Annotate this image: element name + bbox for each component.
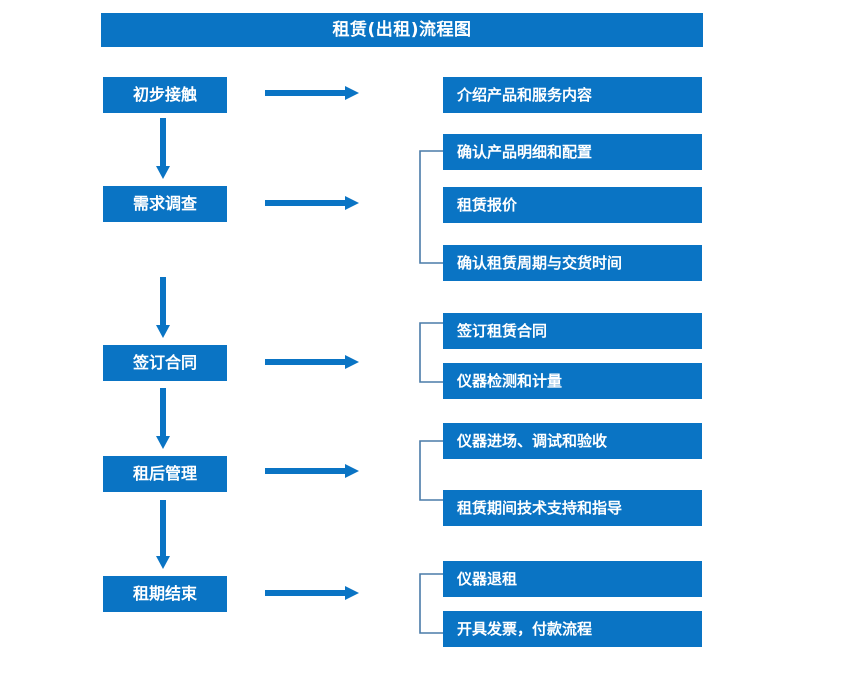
group-bracket-icon-2 (419, 150, 445, 264)
stage-label: 租期结束 (132, 584, 197, 603)
detail-box-instrument-return[interactable]: 仪器退租 (443, 561, 702, 597)
group-bracket-icon-3 (419, 322, 445, 383)
detail-box-invoice-payment-process[interactable]: 开具发票，付款流程 (443, 611, 702, 647)
stage-label: 租后管理 (132, 464, 197, 483)
group-bracket-icon-4 (419, 440, 445, 501)
detail-box-technical-support-during-rental[interactable]: 租赁期间技术支持和指导 (443, 490, 702, 526)
stage-box-initial-contact[interactable]: 初步接触 (103, 77, 227, 113)
horizontal-arrow-icon-2 (265, 195, 360, 211)
page-title: 租赁(出租)流程图 (332, 19, 472, 40)
group-bracket-icon-5 (419, 573, 445, 634)
detail-label: 开具发票，付款流程 (457, 619, 593, 638)
vertical-arrow-icon-1 (155, 118, 171, 180)
vertical-arrow-icon-4 (155, 500, 171, 570)
detail-label: 确认产品明细和配置 (457, 142, 593, 161)
detail-box-instrument-entry-debug-acceptance[interactable]: 仪器进场、调试和验收 (443, 423, 702, 459)
stage-label: 需求调查 (132, 194, 197, 213)
vertical-arrow-icon-3 (155, 388, 171, 450)
detail-box-introduce-products-services[interactable]: 介绍产品和服务内容 (443, 77, 702, 113)
diagram-title-banner: 租赁(出租)流程图 (101, 13, 703, 47)
detail-label: 仪器退租 (457, 569, 518, 588)
detail-label: 租赁报价 (457, 195, 518, 214)
detail-box-sign-rental-contract[interactable]: 签订租赁合同 (443, 313, 702, 349)
horizontal-arrow-icon-5 (265, 585, 360, 601)
detail-box-confirm-rental-period-delivery[interactable]: 确认租赁周期与交货时间 (443, 245, 702, 281)
detail-label: 租赁期间技术支持和指导 (457, 498, 623, 517)
vertical-arrow-icon-2 (155, 277, 171, 339)
detail-box-rental-quotation[interactable]: 租赁报价 (443, 187, 702, 223)
stage-label: 初步接触 (132, 85, 197, 104)
detail-label: 仪器进场、调试和验收 (457, 431, 608, 450)
horizontal-arrow-icon-1 (265, 85, 360, 101)
stage-box-needs-survey[interactable]: 需求调查 (103, 186, 227, 222)
stage-box-lease-end[interactable]: 租期结束 (103, 576, 227, 612)
detail-label: 介绍产品和服务内容 (457, 85, 593, 104)
stage-label: 签订合同 (132, 353, 197, 372)
detail-label: 签订租赁合同 (457, 321, 548, 340)
horizontal-arrow-icon-3 (265, 354, 360, 370)
stage-box-sign-contract[interactable]: 签订合同 (103, 345, 227, 381)
horizontal-arrow-icon-4 (265, 463, 360, 479)
detail-box-confirm-product-details-config[interactable]: 确认产品明细和配置 (443, 134, 702, 170)
detail-label: 确认租赁周期与交货时间 (457, 253, 623, 272)
detail-box-instrument-testing-metrology[interactable]: 仪器检测和计量 (443, 363, 702, 399)
detail-label: 仪器检测和计量 (457, 371, 563, 390)
stage-box-post-rental-management[interactable]: 租后管理 (103, 456, 227, 492)
